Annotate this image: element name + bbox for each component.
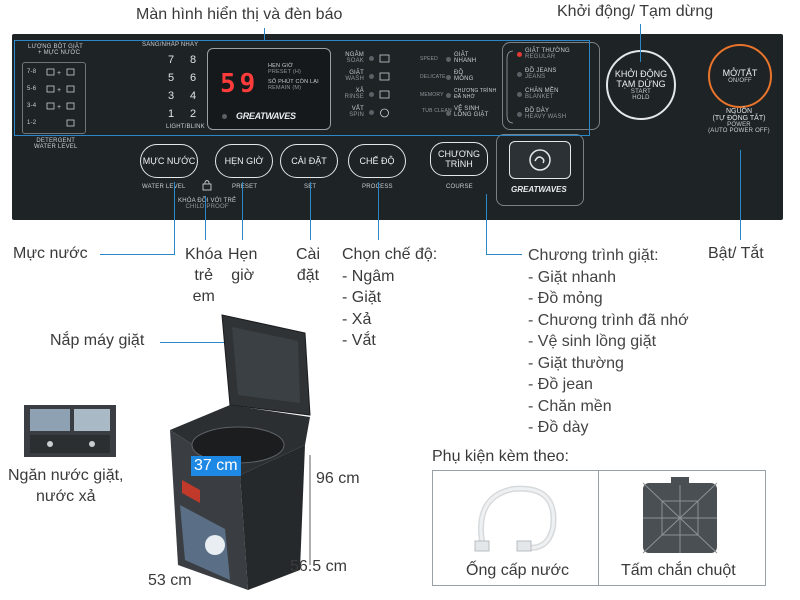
wave-icon bbox=[529, 149, 551, 171]
water-level-title: LƯỢNG BỘT GIẶT + MỰC NƯỚC bbox=[28, 44, 83, 56]
display-digits: 59 bbox=[220, 69, 260, 99]
digital-display: 59 HẸN GIỜ PRESET (H) SỐ PHÚT CÒN LẠI RE… bbox=[207, 48, 331, 130]
power-callout: Bật/ Tắt bbox=[708, 245, 764, 262]
accessories-title: Phụ kiện kèm theo: bbox=[432, 448, 569, 465]
accessories-box: Ống cấp nước Tấm chắn chuột bbox=[432, 470, 766, 586]
set-button[interactable]: CÀI ĐẶT bbox=[280, 144, 338, 178]
course-bracket-icon bbox=[506, 50, 514, 124]
water-level-5-6: 5-6 bbox=[27, 86, 37, 92]
keypad-title: SÁNG/NHẤP NHÁY bbox=[142, 42, 199, 48]
drawer-callout: Ngăn nước giặt,nước xả bbox=[8, 467, 124, 505]
start-hold-button[interactable]: KHỞI ĐỘNG TẠM DỪNG START HOLD bbox=[606, 50, 676, 120]
detergent-drawer-image bbox=[24, 405, 116, 457]
display-callout-label: Màn hình hiển thị và đèn báo bbox=[136, 6, 343, 23]
water-level-button[interactable]: MỰC NƯỚC bbox=[140, 144, 198, 178]
mouse-guard-label: Tấm chắn chuột bbox=[621, 562, 736, 579]
power-button[interactable]: MỞ/TẮT ON/OFF bbox=[708, 44, 772, 108]
greatwaves-button[interactable]: GREATWAVES bbox=[496, 134, 584, 206]
water-hose-icon bbox=[474, 485, 557, 552]
child-lock-icon bbox=[202, 180, 212, 191]
water-level-7-8: 7-8 bbox=[27, 69, 37, 75]
course-sub-label: COURSE bbox=[446, 184, 473, 190]
height-label: 96 cm bbox=[316, 470, 360, 487]
display-highlight-box bbox=[14, 40, 590, 136]
greatwaves-logo: GREATWAVES bbox=[511, 185, 567, 194]
power-label: NGUỒN (TỰ ĐỘNG TẮT) POWER (AUTO POWER OF… bbox=[708, 108, 770, 134]
process-icons bbox=[379, 54, 390, 118]
process-button[interactable]: CHẾ ĐỘ bbox=[348, 144, 406, 178]
start-callout-label: Khởi động/ Tạm dừng bbox=[557, 3, 714, 20]
drum-diameter-label: 37 cm bbox=[191, 456, 241, 476]
mode-callout: Chọn chế độ: - Ngâm - Giặt - Xả - Vắt bbox=[342, 246, 438, 349]
display-remain-label: SỐ PHÚT CÒN LẠI bbox=[268, 79, 319, 85]
preset-sub-label: PRESET bbox=[232, 184, 258, 190]
water-level-sub-label: WATER LEVEL bbox=[142, 184, 186, 190]
lid-callout: Nắp máy giặt bbox=[50, 332, 145, 349]
water-level-1-2: 1-2 bbox=[27, 120, 37, 126]
display-preset-label: HẸN GIỜ bbox=[268, 63, 294, 69]
detergent-label: DETERGENT WATER LEVEL bbox=[34, 138, 78, 150]
svg-text:+: + bbox=[57, 104, 61, 111]
width-label: 53 cm bbox=[148, 572, 192, 589]
light-blink-label: LIGHT/BLINK bbox=[166, 124, 205, 130]
water-level-3-4: 3-4 bbox=[27, 103, 37, 109]
washing-machine-image bbox=[170, 314, 311, 590]
water-level-callout: Mực nước bbox=[13, 245, 88, 262]
hose-label: Ống cấp nước bbox=[466, 562, 570, 579]
mouse-guard-icon bbox=[642, 477, 718, 554]
preset-button[interactable]: HẸN GIỜ bbox=[215, 144, 273, 178]
water-level-gauge: 7-8 5-6 3-4 1-2 + + + bbox=[22, 62, 86, 134]
process-sub-label: PROCESS bbox=[362, 184, 393, 190]
control-panel: LƯỢNG BỘT GIẶT + MỰC NƯỚC 7-8 5-6 3-4 1-… bbox=[12, 34, 783, 220]
display-brand-logo: GREATWAVES bbox=[236, 111, 296, 121]
svg-text:+: + bbox=[57, 87, 61, 94]
program-callout: Chương trình giặt: - Giặt nhanh - Đồ mỏn… bbox=[528, 247, 689, 436]
detergent-cup-icons: + + + bbox=[46, 68, 75, 127]
svg-text:+: + bbox=[57, 70, 61, 77]
depth-label: 56.5 cm bbox=[290, 558, 347, 575]
